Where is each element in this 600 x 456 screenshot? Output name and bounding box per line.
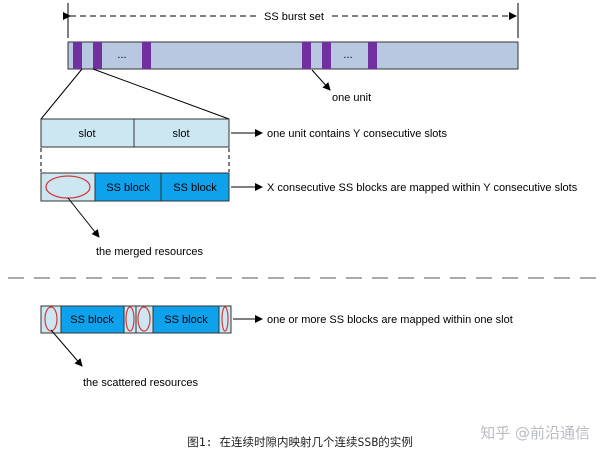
burst-label: SS burst set xyxy=(264,11,324,23)
burst-ellipsis: ... xyxy=(343,49,352,61)
one-unit-arrow xyxy=(311,69,331,91)
scattered-resource-ellipse xyxy=(125,306,135,332)
slot-row: slot slot one unit contains Y consecutiv… xyxy=(40,118,447,148)
burst-span: SS burst set xyxy=(63,3,519,38)
scattered-resource-ellipse xyxy=(221,306,229,332)
scattered-annotation: one or more SS blocks are mapped within … xyxy=(267,314,513,326)
ss-block-label: SS block xyxy=(173,182,217,194)
ss-block xyxy=(152,305,220,334)
merged-resource-arrow xyxy=(67,197,100,238)
slot-label: slot xyxy=(78,128,95,140)
ss-block xyxy=(94,172,162,202)
zoom-line-left xyxy=(40,68,83,120)
ss-block xyxy=(160,172,230,202)
slot-box xyxy=(40,118,135,148)
ss-marker xyxy=(93,42,102,69)
ss-block xyxy=(60,305,125,334)
ss-block-label: SS block xyxy=(70,314,114,326)
scattered-resource-label: the scattered resources xyxy=(83,377,198,389)
burst-ellipsis: ... xyxy=(117,49,126,61)
ss-marker xyxy=(368,42,377,69)
scattered-resource-ellipse xyxy=(137,306,151,332)
burst-bar-background xyxy=(67,41,519,70)
ss-block-label: SS block xyxy=(106,182,150,194)
watermark: 知乎 @前沿通信 xyxy=(480,424,590,442)
merged-annotation: X consecutive SS blocks are mapped withi… xyxy=(267,182,578,194)
slot-label: slot xyxy=(172,128,189,140)
burst-bar: ... ... xyxy=(67,41,519,70)
scattered-row: SS block SS block one or more SS blocks … xyxy=(40,305,513,389)
scattered-resource-ellipse xyxy=(44,306,58,332)
merged-resource-area xyxy=(40,172,96,202)
merged-row: SS block SS block X consecutive SS block… xyxy=(40,172,578,258)
ss-marker xyxy=(302,42,311,69)
slot-annotation: one unit contains Y consecutive slots xyxy=(267,128,447,140)
scattered-resource-arrow xyxy=(50,329,83,367)
merged-resource-label: the merged resources xyxy=(96,246,203,258)
ss-marker xyxy=(73,42,82,69)
zoom-line-right xyxy=(92,68,230,120)
slot-box xyxy=(133,118,230,148)
figure-caption: 图1: 在连续时隙内映射几个连续SSB的实例 xyxy=(187,435,413,449)
ss-marker xyxy=(142,42,151,69)
ss-marker xyxy=(322,42,331,69)
ss-block-label: SS block xyxy=(164,314,208,326)
one-unit-label: one unit xyxy=(332,92,371,104)
